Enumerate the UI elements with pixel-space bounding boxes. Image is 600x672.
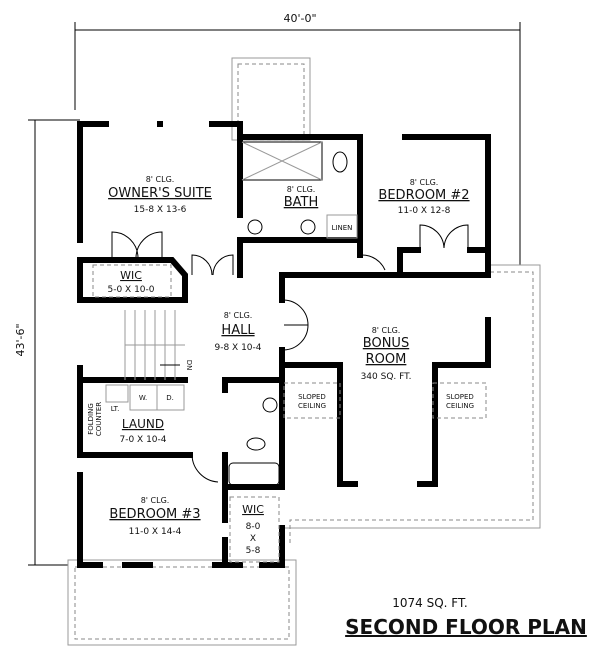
- folding-counter-label: FOLDING: [87, 403, 95, 435]
- sloped-ceiling-label: CEILING: [446, 402, 474, 410]
- room-name: BATH: [284, 195, 319, 210]
- top-deck: [231, 57, 311, 141]
- room-wic-bedroom-3: WIC 8-0 X 5-8: [229, 496, 280, 563]
- room-size: 7-0 X 10-4: [119, 435, 166, 445]
- room-bath: 8' CLG. BATH: [284, 185, 319, 210]
- room-size: 5-0 X 10-0: [107, 285, 154, 295]
- width-label: 40'-0": [283, 12, 316, 25]
- room-wic-owner: WIC 5-0 X 10-0: [92, 264, 172, 298]
- room-name: WIC: [120, 269, 142, 282]
- stairs-down-label: DN: [185, 360, 193, 371]
- room-name: WIC: [242, 503, 264, 516]
- width-dimension: 40'-0": [74, 12, 521, 265]
- laundry-tub-label: LT.: [111, 405, 120, 413]
- folding-counter-label: COUNTER: [95, 402, 103, 436]
- room-bonus: 8' CLG. BONUS ROOM 340 SQ. FT. SLOPED CE…: [283, 326, 487, 419]
- depth-label: 43'-6": [14, 323, 27, 356]
- room-name: OWNER'S SUITE: [108, 186, 212, 201]
- room-name: ROOM: [366, 352, 407, 367]
- ceiling-label: 8' CLG.: [224, 311, 253, 320]
- room-name: BEDROOM #2: [378, 188, 469, 203]
- room-bedroom-3: 8' CLG. BEDROOM #3 11-0 X 14-4: [109, 496, 200, 537]
- room-name: BONUS: [363, 336, 409, 351]
- walls: [77, 121, 491, 568]
- front-porch: [67, 559, 297, 646]
- ceiling-label: 8' CLG.: [141, 496, 170, 505]
- sloped-ceiling-label: SLOPED: [298, 393, 326, 401]
- stairs: DN: [124, 310, 193, 380]
- room-bedroom-2: 8' CLG. BEDROOM #2 11-0 X 12-8: [378, 178, 469, 216]
- linen-label: LINEN: [332, 224, 353, 232]
- room-size: 11-0 X 12-8: [398, 206, 451, 216]
- room-size: 9-8 X 10-4: [214, 343, 261, 353]
- room-size: 340 SQ. FT.: [361, 372, 412, 382]
- dryer-label: D.: [166, 394, 174, 402]
- plan-title: SECOND FLOOR PLAN: [345, 615, 587, 639]
- room-size: 8-0: [246, 522, 261, 532]
- room-size: 5-8: [246, 546, 261, 556]
- room-name: HALL: [221, 323, 255, 338]
- right-deck: [281, 264, 541, 555]
- sloped-ceiling-label: CEILING: [298, 402, 326, 410]
- room-hall: 8' CLG. HALL 9-8 X 10-4: [214, 311, 261, 353]
- ceiling-label: 8' CLG.: [146, 175, 175, 184]
- depth-dimension: 43'-6": [14, 119, 80, 566]
- washer-label: W.: [139, 394, 147, 402]
- total-sqft: 1074 SQ. FT.: [392, 596, 467, 610]
- room-name: LAUND: [122, 417, 164, 431]
- bath-fixtures: LINEN: [228, 141, 358, 486]
- room-laundry: W. D. LT. FOLDING COUNTER LAUND 7-0 X 10…: [87, 384, 185, 445]
- room-owners-suite: 8' CLG. OWNER'S SUITE 15-8 X 13-6: [108, 175, 212, 215]
- sloped-ceiling-label: SLOPED: [446, 393, 474, 401]
- room-size: 15-8 X 13-6: [134, 205, 187, 215]
- room-name: BEDROOM #3: [109, 507, 200, 522]
- room-size: 11-0 X 14-4: [129, 527, 182, 537]
- room-size: X: [250, 534, 256, 544]
- ceiling-label: 8' CLG.: [410, 178, 439, 187]
- doors: [111, 224, 469, 483]
- ceiling-label: 8' CLG.: [287, 185, 316, 194]
- ceiling-label: 8' CLG.: [372, 326, 401, 335]
